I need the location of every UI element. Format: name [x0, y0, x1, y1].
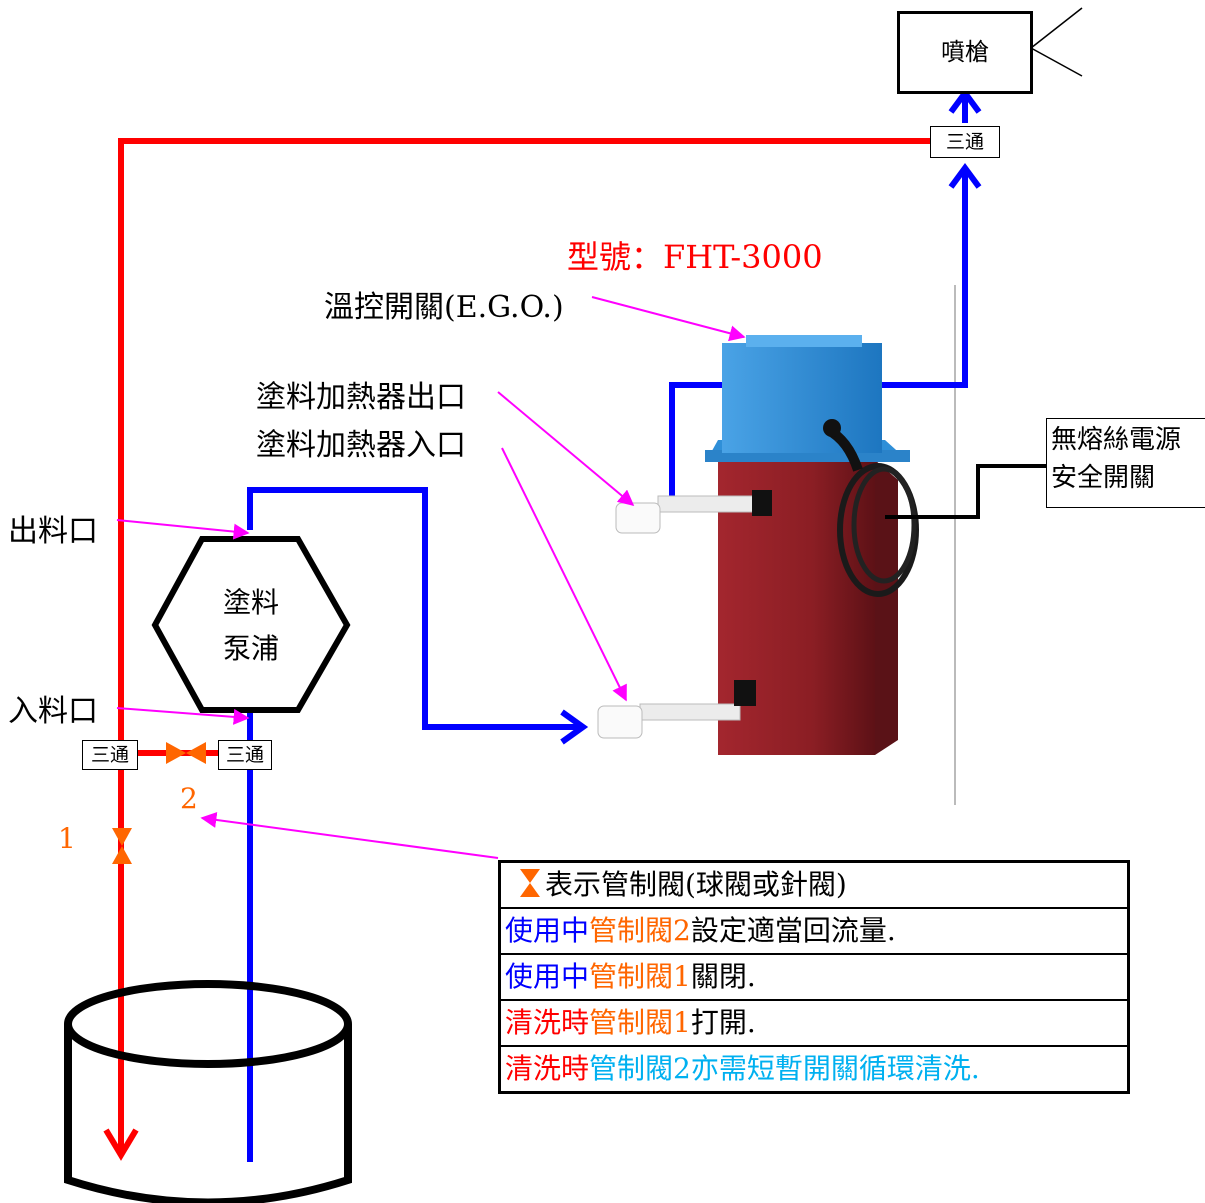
legend-row: 使用中管制閥2設定適當回流量. — [501, 909, 1127, 955]
legend-text: 清洗時 — [505, 1052, 590, 1085]
breaker-label-line1: 無熔絲電源 — [1051, 425, 1182, 455]
legend-text: 設定適當回流量. — [690, 914, 896, 947]
breaker-label-line2: 安全開關 — [1051, 463, 1156, 493]
legend-row: 表示管制閥(球閥或針閥) — [501, 863, 1127, 909]
valve-2-number: 2 — [180, 782, 198, 815]
spray-gun-label: 噴槍 — [941, 38, 989, 66]
pump-inlet-label: 入料口 — [8, 694, 98, 729]
pump-label: 塗料 泵浦 — [191, 580, 311, 672]
paint-tank — [64, 980, 352, 1203]
pump-label-line2: 泵浦 — [222, 632, 279, 665]
tee-label: 三通 — [225, 744, 264, 766]
legend-row: 清洗時管制閥1打開. — [501, 1001, 1127, 1047]
legend-text: 管制閥1 — [589, 960, 691, 993]
valve-1-icon — [112, 828, 132, 864]
pointer-arrows — [116, 296, 746, 859]
heater-inlet-label: 塗料加熱器入口 — [256, 428, 466, 463]
legend-text: 使用中 — [505, 960, 590, 993]
model-label: 型號：FHT-3000 — [567, 238, 823, 276]
legend-text: 使用中 — [505, 914, 590, 947]
legend-text: 清洗時 — [505, 1006, 590, 1039]
valve-1-number: 1 — [58, 822, 76, 855]
valve-icon — [520, 869, 540, 897]
pump-outlet-label: 出料口 — [8, 514, 98, 549]
pump-hexagon — [151, 536, 351, 713]
legend-text: 管制閥2 — [589, 914, 691, 947]
legend-row: 使用中管制閥1關閉. — [501, 955, 1127, 1001]
tee-left: 三通 — [82, 740, 138, 770]
power-cable — [885, 464, 1046, 519]
legend-text: 表示管制閥(球閥或針閥) — [545, 868, 847, 901]
heater-outlet-label: 塗料加熱器出口 — [256, 380, 466, 415]
legend-row: 清洗時管制閥2亦需短暫開關循環清洗. — [501, 1047, 1127, 1091]
pump-label-line1: 塗料 — [222, 586, 279, 619]
tee-label: 三通 — [90, 744, 129, 766]
tee-top: 三通 — [930, 126, 1000, 158]
legend-text: 管制閥1 — [589, 1006, 691, 1039]
legend-text: 關閉. — [690, 960, 756, 993]
breaker-box: 無熔絲電源 安全開關 — [1046, 418, 1205, 508]
spray-gun-box: 噴槍 — [897, 11, 1033, 94]
tee-right: 三通 — [218, 740, 272, 770]
tee-label: 三通 — [945, 131, 984, 153]
legend-table: 表示管制閥(球閥或針閥)使用中管制閥2設定適當回流量.使用中管制閥1關閉.清洗時… — [498, 860, 1130, 1094]
valve-2-icon — [166, 742, 206, 764]
thermostat-label: 溫控開關(E.G.O.) — [324, 290, 564, 325]
legend-text: 打開. — [690, 1006, 756, 1039]
heater-photo — [597, 335, 919, 755]
spray-nozzle-icon — [1030, 7, 1083, 77]
legend-text: 管制閥2亦需短暫開關循環清洗. — [589, 1052, 980, 1085]
